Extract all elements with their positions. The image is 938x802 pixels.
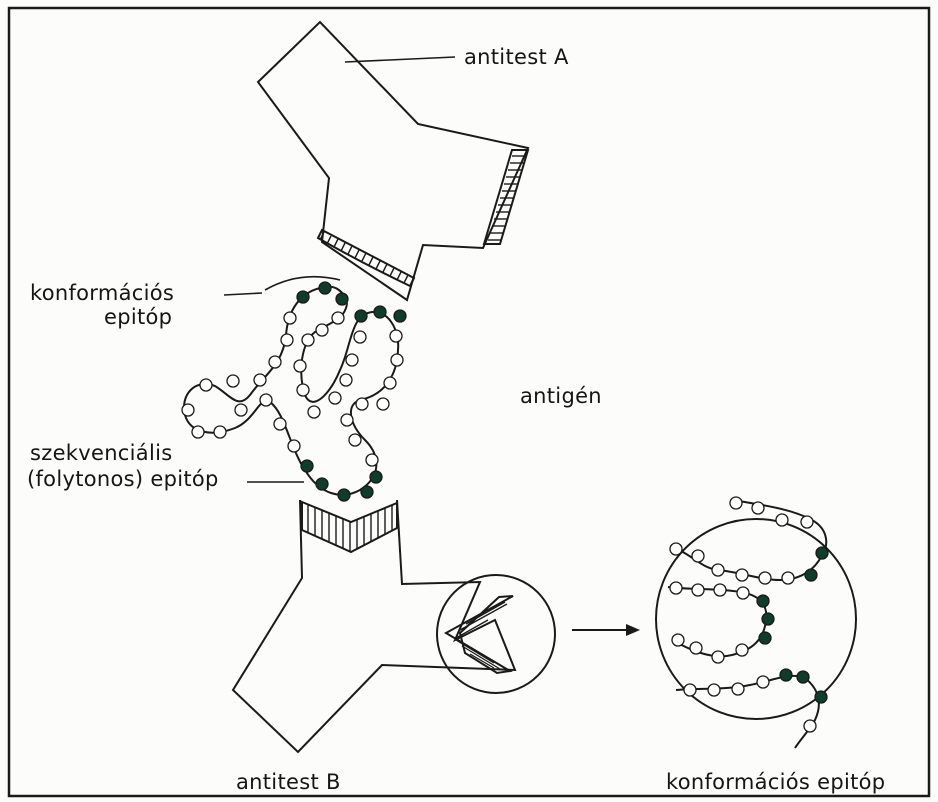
label-antigen: antigén bbox=[520, 384, 602, 409]
label-sequential-epitope-line2: (folytonos) epitóp bbox=[27, 467, 219, 492]
antibody-b-outline bbox=[233, 500, 515, 752]
antibody-b bbox=[233, 500, 555, 752]
label-conformational-epitope-line2: epitóp bbox=[104, 305, 172, 330]
label-antibody-b: antitest B bbox=[236, 770, 341, 795]
label-antibody-a: antitest A bbox=[464, 45, 569, 70]
zoom-backbone bbox=[668, 500, 826, 748]
label-conformational-epitope-line1: konformációs bbox=[30, 281, 174, 306]
conformational-epitope-leader bbox=[224, 293, 262, 295]
antibody-a-leader bbox=[345, 57, 455, 62]
epitope-residues bbox=[297, 282, 406, 501]
antibody-b-binding-site-right bbox=[446, 596, 513, 673]
label-sequential-epitope-line1: szekvenciális bbox=[30, 441, 172, 466]
zoom-arrow bbox=[572, 624, 640, 636]
magnifier-circle bbox=[437, 575, 555, 693]
zoom-view bbox=[656, 497, 856, 748]
open-residues bbox=[182, 312, 403, 466]
label-conformational-epitope-zoom: konformációs epitóp bbox=[666, 770, 885, 795]
antibody-a-binding-site-bottom-hatch bbox=[320, 232, 408, 283]
antibody-b-binding-site-top bbox=[302, 502, 397, 552]
